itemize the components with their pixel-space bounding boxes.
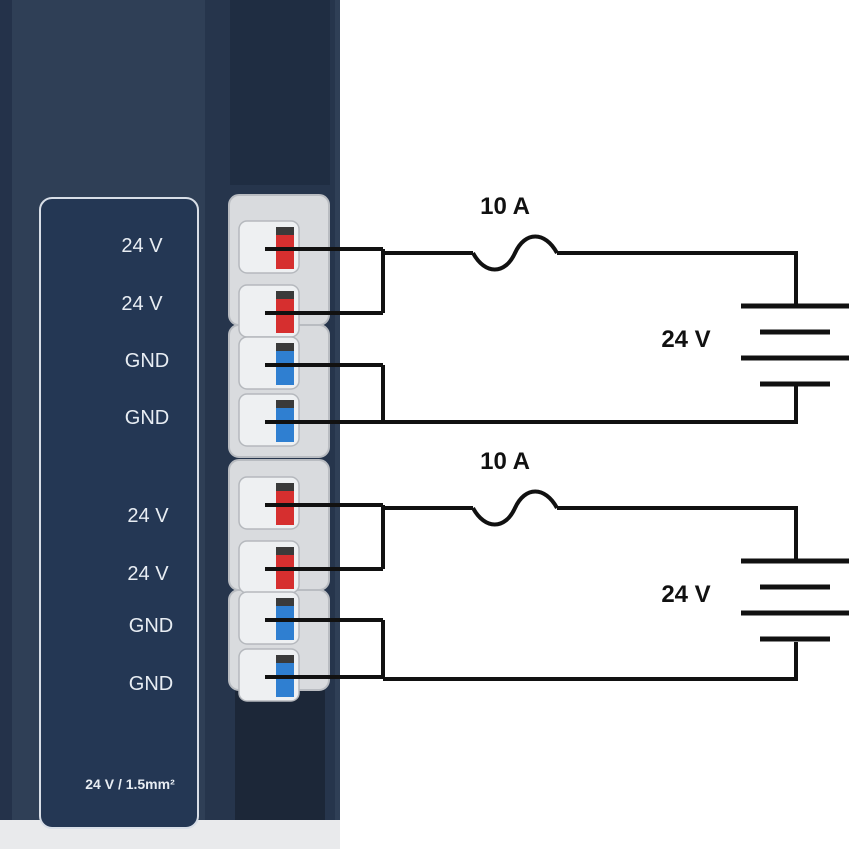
wire-negative-2	[383, 642, 798, 681]
terminal-block-group	[228, 194, 330, 702]
terminal-lever-top	[276, 291, 294, 299]
fuse-label-1: 10 A	[480, 193, 530, 220]
terminal-lever-top	[276, 227, 294, 235]
panel-label-1: 24 V	[121, 235, 163, 257]
panel-label-7: GND	[129, 615, 173, 637]
panel-label-2: 24 V	[121, 293, 163, 315]
terminal-lever-top	[276, 483, 294, 491]
panel-label-5: 24 V	[127, 505, 169, 527]
panel-label-6: 24 V	[127, 563, 169, 585]
wire-negative-1	[383, 385, 798, 424]
fuse-icon	[471, 489, 559, 527]
terminal-lever-top	[276, 598, 294, 606]
fuse-icon	[471, 234, 559, 272]
terminal-lever-top	[276, 400, 294, 408]
terminal-lever-top	[276, 343, 294, 351]
panel-label-3: GND	[125, 350, 169, 372]
panel-label-4: GND	[125, 407, 169, 429]
panel-footer: 24 V / 1.5mm²	[85, 776, 175, 792]
terminal-lever-top	[276, 547, 294, 555]
battery-icon	[741, 303, 849, 387]
terminal-lever-top	[276, 655, 294, 663]
wire-gnd-bridge-1	[265, 363, 385, 424]
wire-positive-run-1	[557, 251, 798, 305]
panel-label-8: GND	[129, 673, 173, 695]
fuse-label-2: 10 A	[480, 448, 530, 475]
wire-positive-run-2	[557, 506, 798, 560]
label-panel: 24 V 24 V GND GND 24 V 24 V GND GND 24 V…	[39, 197, 199, 829]
wire-gnd-bridge-2	[265, 618, 385, 679]
wire-24v-bridge-2	[265, 503, 385, 571]
circuit-1: 10 A 24 V	[265, 193, 849, 424]
battery-icon	[741, 558, 849, 642]
supply-label-2: 24 V	[661, 581, 710, 608]
wire-24v-bridge-1	[265, 247, 385, 315]
supply-label-1: 24 V	[661, 326, 710, 353]
circuit-2: 10 A 24 V	[265, 448, 849, 681]
